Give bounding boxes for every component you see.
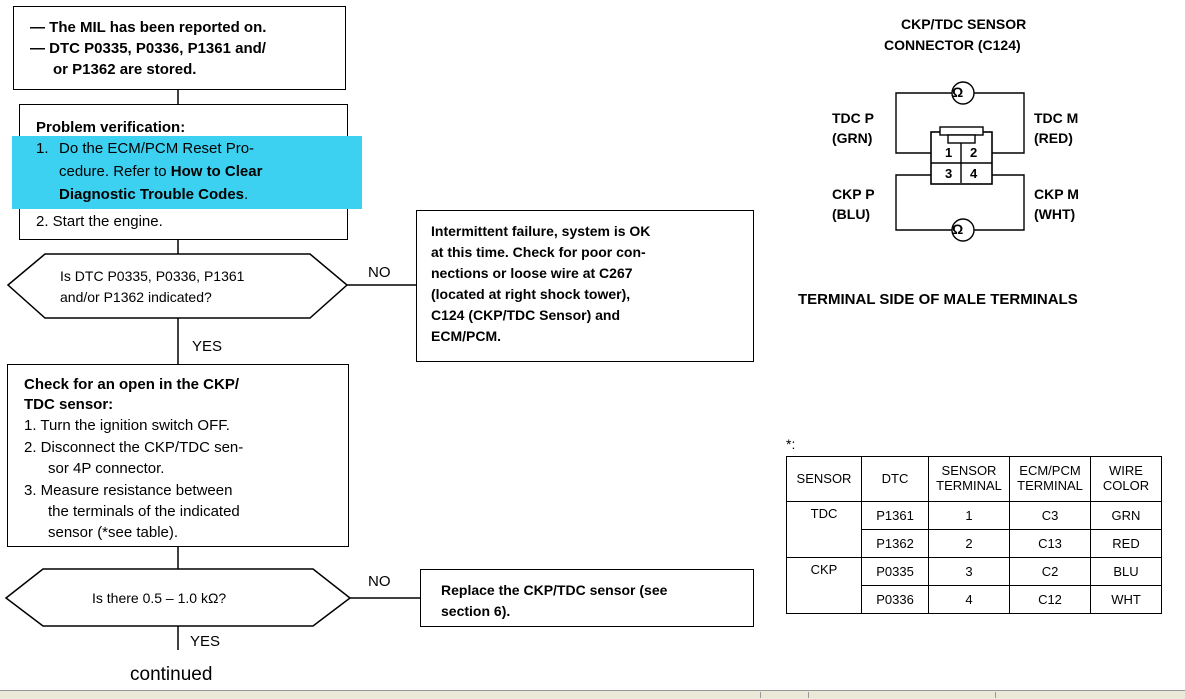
- intermittent-box: Intermittent failure, system is OK at th…: [416, 210, 754, 362]
- status-bar-divider: [808, 692, 809, 698]
- status-bar: [0, 690, 1185, 699]
- start-box: — The MIL has been reported on. — DTC P0…: [13, 6, 346, 90]
- cell-ecm: C13: [1009, 529, 1091, 558]
- ckp-p-color: (BLU): [832, 206, 871, 222]
- start-line-1: — The MIL has been reported on.: [30, 19, 267, 36]
- highlight-step1: [12, 136, 362, 209]
- cell-dtc: P0335: [861, 557, 929, 586]
- header-sensor: SENSOR: [786, 456, 862, 502]
- status-bar-divider: [995, 692, 996, 698]
- status-bar-divider: [760, 692, 761, 698]
- verify-step1-d: .: [244, 186, 249, 203]
- check-title-2: TDC sensor:: [24, 396, 114, 413]
- cell-dtc: P0336: [861, 585, 929, 614]
- table-row: P0336 4 C12 WHT: [787, 585, 1162, 614]
- cell-ecm: C12: [1009, 585, 1091, 614]
- verify-step1-b: cedure. Refer to: [59, 163, 167, 180]
- check-step-3b: the terminals of the indicated: [48, 503, 240, 520]
- decision2-text: Is there 0.5 – 1.0 kΩ?: [92, 590, 227, 606]
- decision1-shape: [6, 253, 349, 319]
- intermittent-line-2: at this time. Check for poor con-: [431, 244, 646, 260]
- cell-color: RED: [1090, 529, 1162, 558]
- table-row: TDC P1361 1 C3 GRN: [786, 501, 1162, 558]
- decision2-no: NO: [368, 573, 391, 590]
- pin-3: 3: [945, 166, 953, 181]
- ckp-p-label: CKP P: [832, 186, 875, 202]
- verify-box: Problem verification: 1. Do the ECM/PCM …: [12, 104, 362, 240]
- table-note: *:: [786, 436, 796, 452]
- connector-title-1: CKP/TDC SENSOR: [901, 16, 1027, 32]
- decision2-yes: YES: [190, 633, 221, 650]
- cell-sensor-ckp: CKP: [786, 557, 862, 614]
- verify-step2: 2. Start the engine.: [36, 213, 163, 230]
- connector-title-2: CONNECTOR (C124): [884, 37, 1021, 53]
- decision1-no: NO: [368, 264, 391, 281]
- cell-color: BLU: [1090, 557, 1162, 586]
- cell-terminal: 2: [928, 529, 1010, 558]
- check-step-3c: sensor (*see table).: [48, 524, 179, 541]
- cell-terminal: 1: [928, 501, 1010, 530]
- cell-terminal: 4: [928, 585, 1010, 614]
- ckp-m-label: CKP M: [1034, 186, 1079, 202]
- cell-ecm: C3: [1009, 501, 1091, 530]
- verify-title: Problem verification:: [36, 119, 186, 136]
- verify-step1-link-2[interactable]: Diagnostic Trouble Codes: [59, 186, 245, 203]
- ohm-icon-top: Ω: [952, 84, 964, 100]
- header-dtc: DTC: [861, 456, 929, 502]
- cell-sensor-tdc: TDC: [786, 501, 862, 558]
- connector-caption: TERMINAL SIDE OF MALE TERMINALS: [798, 291, 1078, 308]
- decision1-line-1: Is DTC P0335, P0336, P1361: [60, 268, 245, 284]
- pin-4: 4: [970, 166, 978, 181]
- connector-drawing: [895, 81, 1025, 242]
- cell-color: WHT: [1090, 585, 1162, 614]
- decision1-line-2: and/or P1362 indicated?: [60, 289, 212, 305]
- continued-label: continued: [130, 664, 213, 685]
- intermittent-line-6: ECM/PCM.: [431, 328, 501, 344]
- verify-step1-a: Do the ECM/PCM Reset Pro-: [59, 140, 255, 157]
- cell-ecm: C2: [1009, 557, 1091, 586]
- decision1-yes: YES: [192, 338, 223, 355]
- verify-step1-num: 1.: [36, 140, 49, 157]
- start-line-3: or P1362 are stored.: [53, 61, 197, 78]
- intermittent-line-5: C124 (CKP/TDC Sensor) and: [431, 307, 621, 323]
- cell-dtc: P1361: [861, 501, 929, 530]
- tdc-p-color: (GRN): [832, 130, 873, 146]
- cell-color: GRN: [1090, 501, 1162, 530]
- check-step-3a: 3. Measure resistance between: [24, 482, 233, 499]
- intermittent-line-3: nections or loose wire at C267: [431, 265, 633, 281]
- tdc-p-label: TDC P: [832, 110, 874, 126]
- ohm-icon-bottom: Ω: [952, 221, 964, 237]
- table-row: P1362 2 C13 RED: [787, 529, 1162, 558]
- check-step-2b: sor 4P connector.: [48, 460, 165, 477]
- replace-line-1: Replace the CKP/TDC sensor (see: [441, 582, 668, 598]
- cell-dtc: P1362: [861, 529, 929, 558]
- check-title-1: Check for an open in the CKP/: [24, 376, 240, 393]
- pin-1: 1: [945, 145, 953, 160]
- check-step-2a: 2. Disconnect the CKP/TDC sen-: [24, 439, 244, 456]
- cell-terminal: 3: [928, 557, 1010, 586]
- ckp-m-color: (WHT): [1034, 206, 1076, 222]
- pin-2: 2: [970, 145, 978, 160]
- tdc-m-label: TDC M: [1034, 110, 1079, 126]
- start-line-2: — DTC P0335, P0336, P1361 and/: [30, 40, 266, 57]
- check-step-1: 1. Turn the ignition switch OFF.: [24, 417, 230, 434]
- replace-line-2: section 6).: [441, 603, 511, 619]
- tdc-m-color: (RED): [1034, 130, 1073, 146]
- verify-step1-link[interactable]: How to Clear: [170, 163, 263, 180]
- intermittent-line-4: (located at right shock tower),: [431, 286, 631, 302]
- check-box: Check for an open in the CKP/ TDC sensor…: [7, 364, 349, 547]
- table-row: CKP P0335 3 C2 BLU: [786, 557, 1162, 614]
- intermittent-line-1: Intermittent failure, system is OK: [431, 223, 651, 239]
- replace-box: Replace the CKP/TDC sensor (see section …: [420, 569, 754, 627]
